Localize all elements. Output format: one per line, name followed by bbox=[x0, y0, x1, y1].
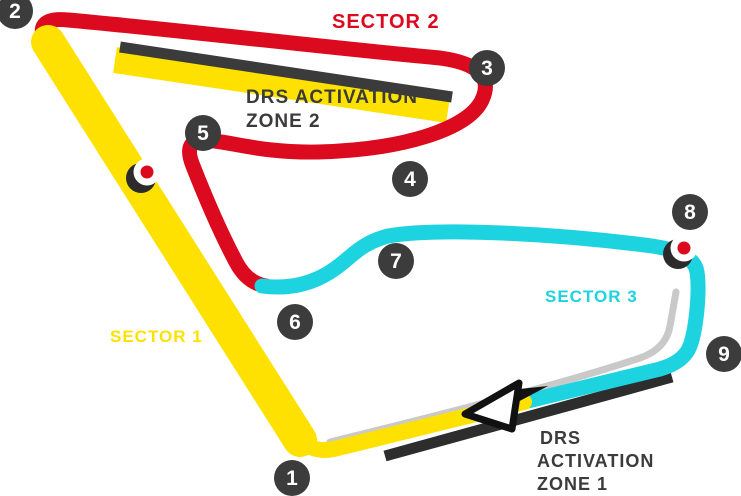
sector3-track-segment bbox=[254, 224, 706, 410]
drs-zone1-label-line3: ZONE 1 bbox=[537, 474, 608, 494]
turn-badge-9: 9 bbox=[706, 336, 741, 372]
badge-circle bbox=[277, 304, 313, 340]
direction-arrow-head bbox=[461, 379, 523, 433]
drs-zone1-strip bbox=[383, 371, 674, 462]
drs-zone1-label-line1: DRS bbox=[540, 428, 581, 448]
badge-number: 8 bbox=[684, 201, 696, 224]
badge-number: 4 bbox=[404, 168, 416, 191]
badge-circle bbox=[392, 161, 428, 197]
badge-circle bbox=[672, 194, 708, 230]
turn-badge-7: 7 bbox=[378, 243, 414, 279]
sector1-startfinish-straight bbox=[280, 394, 532, 458]
marker-red-dot bbox=[677, 241, 691, 255]
turn-badge-4: 4 bbox=[392, 161, 428, 197]
badge-number: 1 bbox=[286, 467, 298, 490]
sector2-label: SECTOR 2 bbox=[332, 11, 440, 33]
badge-number: 5 bbox=[197, 122, 209, 145]
sector2-track-segment bbox=[34, 12, 493, 294]
badge-circle bbox=[0, 0, 33, 29]
drs-detection-marker-2 bbox=[663, 234, 698, 269]
badge-number: 7 bbox=[390, 250, 402, 273]
marker-red-dot bbox=[140, 165, 154, 179]
drs-detection-marker-1 bbox=[126, 158, 161, 193]
turn-badge-1: 1 bbox=[274, 460, 310, 496]
badge-circle bbox=[469, 50, 505, 86]
badge-circle bbox=[378, 243, 414, 279]
badge-number: 9 bbox=[718, 343, 730, 366]
badge-circle bbox=[185, 115, 221, 151]
turn-badge-8: 8 bbox=[672, 194, 708, 230]
badge-circle bbox=[706, 336, 741, 372]
drs-zone2-label-line1: DRS ACTIVATION bbox=[246, 87, 418, 108]
drs-zone1-label-line2: ACTIVATION bbox=[537, 451, 654, 471]
turn-badge-5: 5 bbox=[185, 115, 221, 151]
drs-zone2-strip bbox=[119, 41, 453, 103]
badge-number: 3 bbox=[481, 57, 493, 80]
sector1-top-wedge bbox=[113, 47, 450, 123]
badge-number: 2 bbox=[9, 0, 21, 23]
badge-number: 6 bbox=[289, 311, 301, 334]
turn-badge-3: 3 bbox=[469, 50, 505, 86]
sector3-label: SECTOR 3 bbox=[545, 287, 638, 306]
sector1-label: SECTOR 1 bbox=[110, 327, 203, 346]
turn-badge-6: 6 bbox=[277, 304, 313, 340]
turn-badge-2: 2 bbox=[0, 0, 33, 29]
sector1-left-straight bbox=[31, 25, 317, 457]
race-direction-arrow bbox=[461, 379, 548, 433]
badge-circle bbox=[274, 460, 310, 496]
drs-zone2-label-line2: ZONE 2 bbox=[246, 111, 321, 132]
